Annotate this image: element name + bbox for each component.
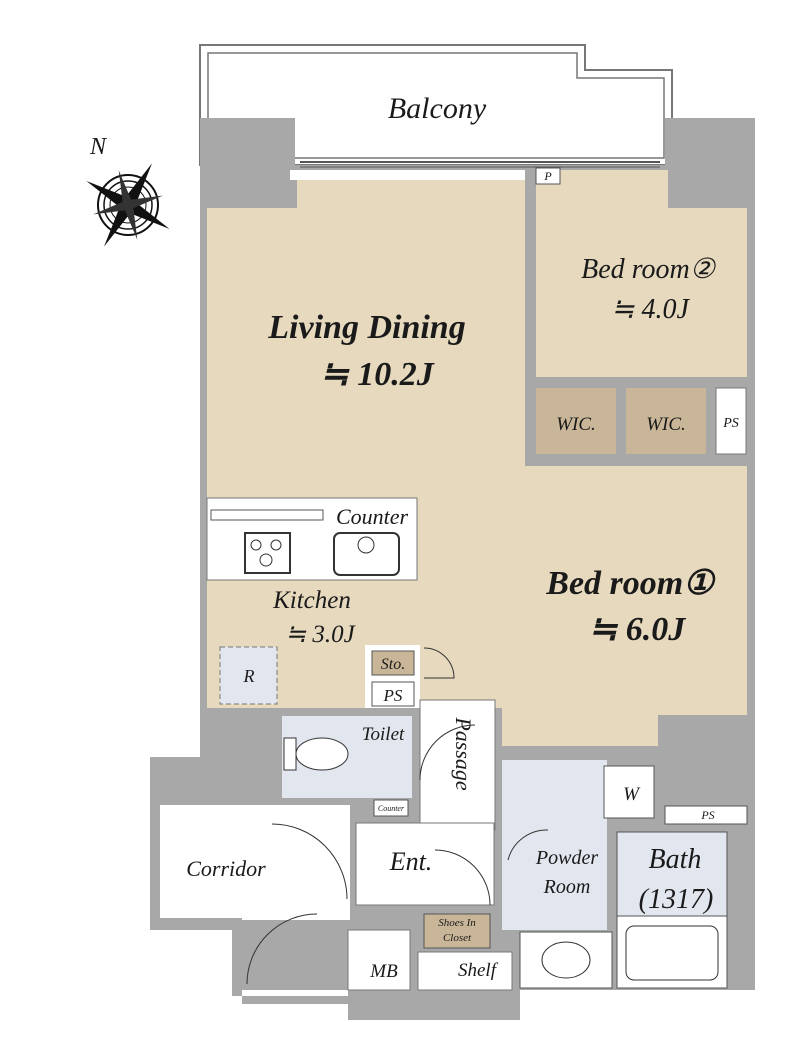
window-sill-ld (290, 170, 525, 180)
ps-bedroom-box (715, 387, 747, 455)
toilet-label: Toilet (362, 724, 405, 745)
compass-north-mark: N (89, 134, 108, 160)
toilet-counter-label: Counter (378, 804, 405, 813)
burner-icon (250, 539, 262, 551)
storage-box (371, 650, 415, 676)
sink-icon (333, 532, 400, 576)
toilet-bowl-icon (295, 737, 349, 771)
wall-stub-lower (150, 918, 242, 930)
refrigerator-icon (219, 646, 278, 705)
ps-hall-box (371, 681, 415, 707)
kitchen-counter-label: Counter (336, 504, 409, 529)
storage-label: Sto. (381, 656, 405, 673)
bedroom1-label: Bed room① (545, 565, 716, 602)
wall-corner-b1 (658, 715, 748, 805)
passage-area (419, 699, 496, 831)
bedroom2-size: ≒ 4.0J (611, 294, 690, 325)
living-dining-label: Living Dining (267, 309, 465, 346)
corridor-lower (150, 918, 235, 990)
bath-label: Bath (649, 844, 702, 875)
shelf-label: Shelf (458, 960, 499, 981)
washer-box (603, 765, 655, 819)
bedroom1-area (502, 466, 747, 746)
wic2-label: WIC. (646, 414, 686, 435)
burner-icon (270, 539, 282, 551)
door-swing-icon (507, 829, 549, 861)
front-door-swing-icon (271, 823, 348, 900)
wall-corner-ld (207, 170, 297, 208)
shoes-closet-box (423, 913, 491, 949)
washer-label: W (623, 784, 641, 805)
bedroom2-label: Bed room② (581, 254, 717, 285)
ps-bath-box (664, 805, 748, 825)
shelf-box (417, 951, 513, 991)
toilet-counter-box (373, 799, 409, 817)
wic2-area (626, 388, 706, 454)
powder-room-label-1: Powder (535, 847, 598, 869)
corridor-label: Corridor (186, 856, 266, 881)
door-swing-icon (246, 913, 318, 985)
p-box-label: P (543, 169, 552, 183)
ps-bedroom-label: PS (722, 416, 739, 431)
toilet-tank-icon (283, 737, 297, 771)
bedroom1-size: ≒ 6.0J (589, 611, 687, 648)
entrance-label: Ent. (389, 847, 433, 876)
door-swing-icon (423, 647, 455, 679)
p-box (535, 167, 561, 185)
living-dining-area (207, 170, 525, 708)
faucet-icon (357, 536, 375, 554)
passage-label: Passage (451, 716, 476, 791)
powder-room-label-2: Room (543, 876, 591, 898)
door-swing-icon (434, 849, 491, 906)
wall-stub-lower-v (232, 918, 242, 996)
corridor-area (160, 805, 350, 920)
kitchen-label: Kitchen (272, 587, 351, 614)
shoes-closet-label-2: Closet (443, 932, 472, 944)
refrigerator-label: R (243, 666, 255, 686)
powder-room-area (502, 760, 607, 930)
kitchen-shelf (210, 509, 324, 521)
wall-stub-upper (150, 770, 200, 805)
bath-area (616, 831, 728, 917)
mb-label: MB (369, 961, 398, 982)
kitchen-size: ≒ 3.0J (285, 621, 356, 648)
door-swing-icon (419, 724, 476, 781)
ps-hall-label: PS (383, 686, 403, 705)
wall-stub-top (150, 757, 200, 770)
burner-icon (259, 553, 273, 567)
compass-icon (86, 163, 170, 247)
ps-bath-label: PS (700, 808, 714, 822)
wall-corner-br (668, 170, 748, 208)
wic1-label: WIC. (556, 414, 596, 435)
living-dining-size: ≒ 10.2J (320, 356, 435, 393)
basin-icon (541, 941, 591, 979)
mb-box (347, 929, 411, 991)
balcony-label: Balcony (388, 92, 487, 125)
stove-icon (244, 532, 291, 574)
wall-bottom-left (242, 996, 348, 1004)
shoes-closet-label-1: Shoes In (438, 917, 476, 929)
bath-size: (1317) (639, 884, 714, 915)
wic1-area (536, 388, 616, 454)
bathtub-icon (625, 925, 719, 981)
